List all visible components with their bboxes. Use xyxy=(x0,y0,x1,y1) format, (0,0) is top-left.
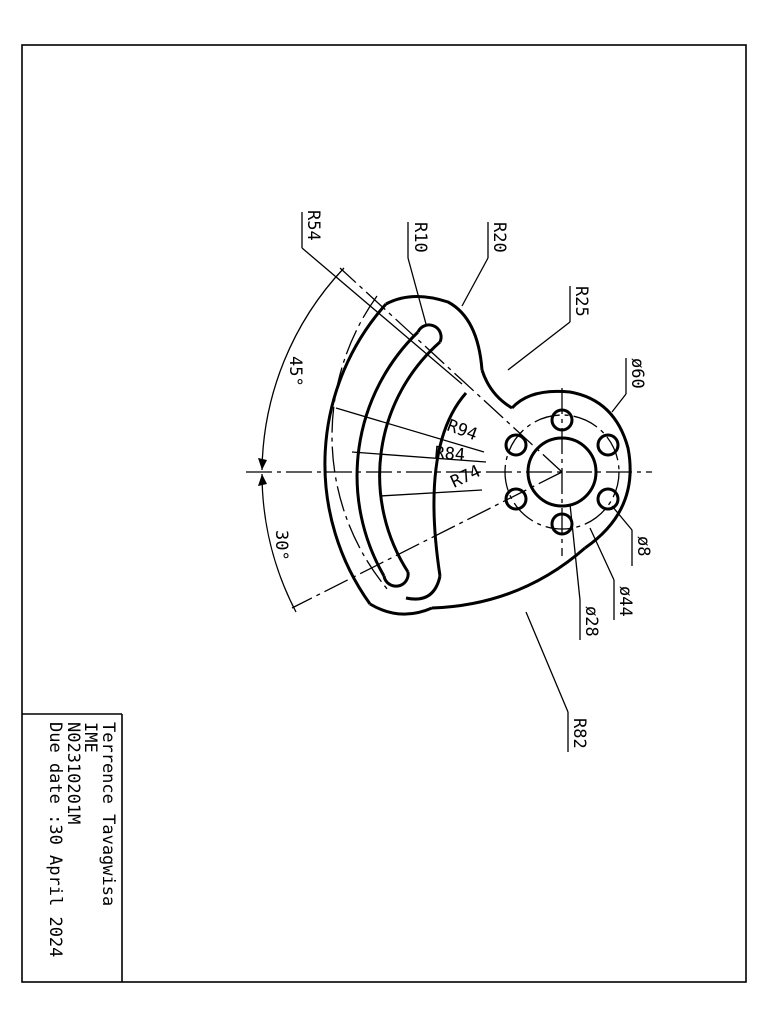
dimension-labels: R54 R10 R20 R25 ø60 ø8 ø44 ø28 R82 R94 R… xyxy=(271,210,653,749)
dim-angle-45: 45° xyxy=(285,356,305,387)
dim-d44: ø44 xyxy=(615,586,635,617)
sheet-border xyxy=(21,44,747,983)
title-block: Terrence Tavagwisa IME N02310201M Due da… xyxy=(22,713,123,982)
title-block-name: Terrence Tavagwisa xyxy=(98,722,118,906)
hole-1 xyxy=(504,433,528,457)
hole-4 xyxy=(596,487,620,511)
dim-r74: R74 xyxy=(448,461,484,492)
slot xyxy=(355,323,443,588)
leaders xyxy=(301,212,633,752)
hole-2 xyxy=(550,408,574,432)
angle-dimensions xyxy=(258,267,345,613)
dim-r10: R10 xyxy=(410,222,430,253)
dim-angle-30: 30° xyxy=(271,530,291,561)
part-outline xyxy=(323,294,632,616)
dim-r25: R25 xyxy=(571,286,591,317)
title-block-due-date: Due date :30 April 2024 xyxy=(45,722,65,957)
dim-d60: ø60 xyxy=(627,358,647,389)
bore-circle-28 xyxy=(526,436,598,508)
hole-6 xyxy=(504,487,528,511)
dim-r54: R54 xyxy=(303,210,323,241)
hub xyxy=(504,408,620,536)
title-block-course: IME xyxy=(80,722,100,753)
center-lines xyxy=(246,267,652,609)
dim-r82: R82 xyxy=(569,718,589,749)
dim-r84: R84 xyxy=(434,443,466,466)
dim-r20: R20 xyxy=(489,222,509,253)
title-block-student-no: N02310201M xyxy=(63,722,83,824)
dim-r94: R94 xyxy=(444,416,480,445)
dim-d28: ø28 xyxy=(581,606,601,637)
hole-3 xyxy=(596,433,620,457)
dim-d8: ø8 xyxy=(633,536,653,556)
